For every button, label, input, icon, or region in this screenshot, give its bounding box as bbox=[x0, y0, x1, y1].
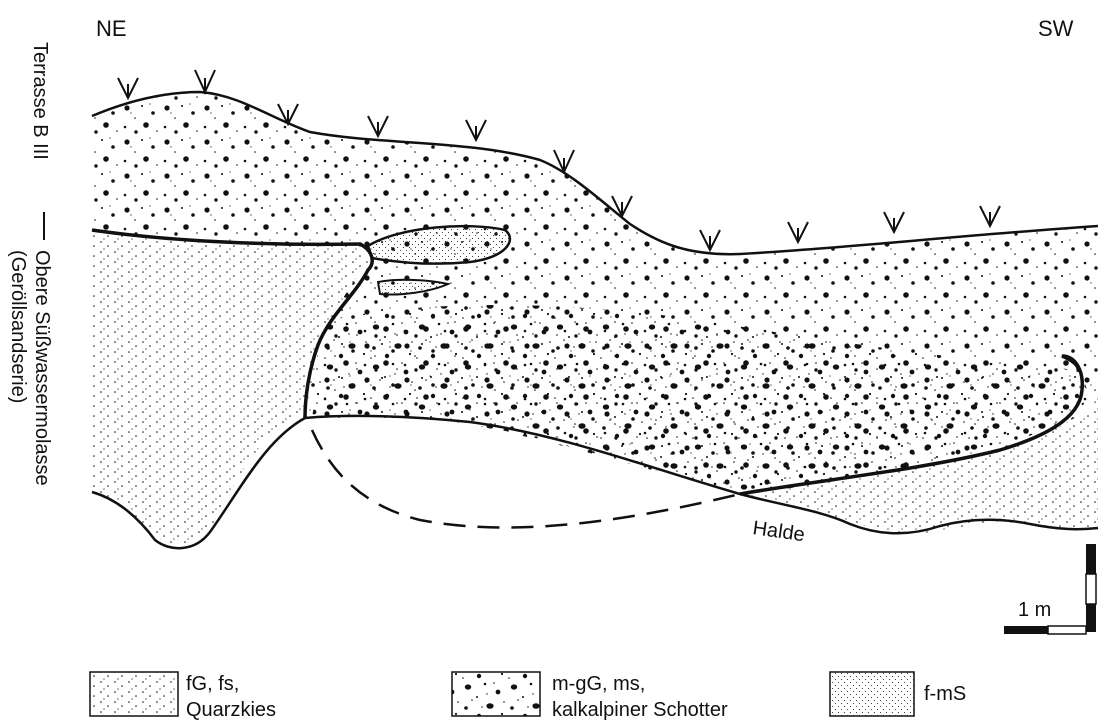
scale-bar: 1 m bbox=[1004, 544, 1096, 634]
orientation-label-ne: NE bbox=[96, 16, 127, 41]
legend-swatch-sand bbox=[830, 672, 914, 716]
legend-label-coarse-line2: kalkalpiner Schotter bbox=[552, 699, 728, 721]
side-label-terrasse: Terrasse B III bbox=[29, 42, 51, 160]
legend-label-coarse-line1: m-gG, ms, bbox=[552, 673, 645, 695]
side-label-group: Terrasse B III Obere Süßwassermolasse (G… bbox=[7, 42, 53, 486]
scale-bar-label: 1 m bbox=[1018, 599, 1051, 621]
side-label-molasse: Obere Süßwassermolasse bbox=[31, 250, 53, 486]
side-label-geroellsandserie: (Geröllsandserie) bbox=[7, 250, 29, 403]
legend-item-fine: fG, fs, Quarzkies bbox=[90, 672, 276, 721]
orientation-label-sw: SW bbox=[1038, 16, 1074, 41]
legend-label-fine-line1: fG, fs, bbox=[186, 673, 239, 695]
legend-swatch-fine bbox=[90, 672, 178, 716]
legend-item-sand: f-mS bbox=[830, 672, 966, 716]
legend-item-coarse: m-gG, ms, kalkalpiner Schotter bbox=[452, 672, 728, 721]
halde-label: Halde bbox=[751, 517, 806, 546]
legend-label-fine-line2: Quarzkies bbox=[186, 699, 276, 721]
legend-swatch-coarse bbox=[452, 672, 540, 716]
legend-label-sand: f-mS bbox=[924, 683, 966, 705]
legend: fG, fs, Quarzkies m-gG, ms, kalkalpiner … bbox=[90, 672, 966, 721]
